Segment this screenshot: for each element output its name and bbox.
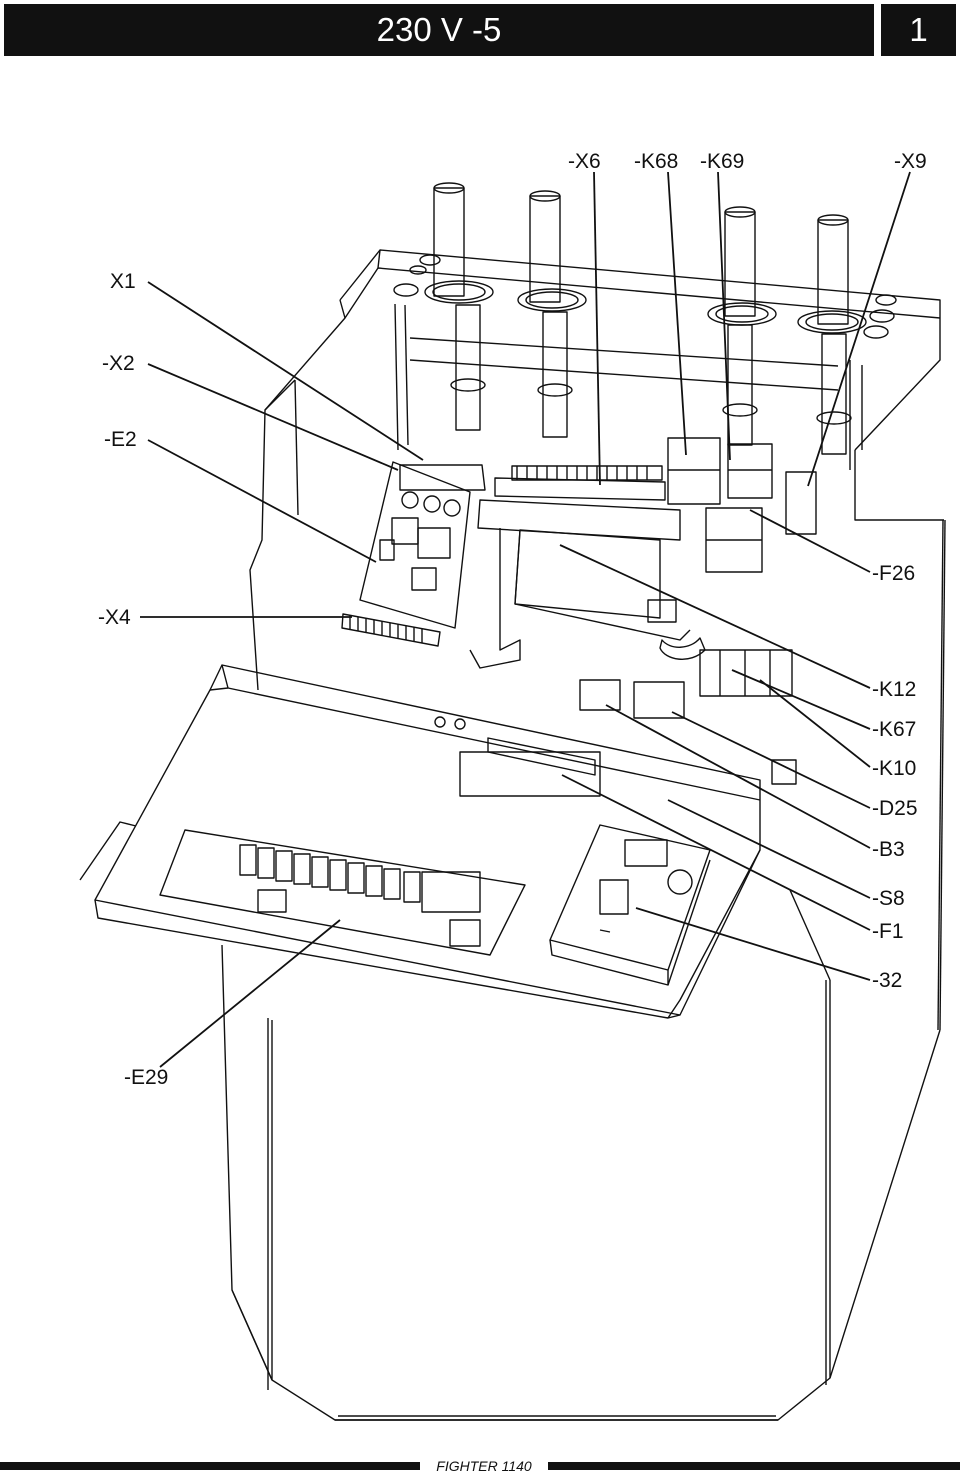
leader-lines xyxy=(140,171,911,1068)
callout-e2: -E2 xyxy=(104,428,137,451)
lower-board xyxy=(159,829,526,956)
cabinet-body xyxy=(221,519,946,1421)
grommets xyxy=(393,254,897,339)
upper-board xyxy=(341,461,471,647)
callout-k67: -K67 xyxy=(872,718,916,741)
footer-rule-right xyxy=(548,1462,960,1470)
callout-x2: -X2 xyxy=(102,352,135,375)
lower-right-box xyxy=(549,824,711,986)
callout-d25: -D25 xyxy=(872,797,918,820)
pipes xyxy=(424,182,867,455)
callout-f26: -F26 xyxy=(872,562,915,585)
callout-x9: -X9 xyxy=(894,150,927,173)
callout-f1: -F1 xyxy=(872,920,904,943)
callout-x4: -X4 xyxy=(98,606,131,629)
callout-k68: -K68 xyxy=(634,150,678,173)
page-title: 230 V -5 xyxy=(4,4,874,56)
callout-labels: -X6 -K68 -K69 -X9 X1 -X2 -E2 -X4 -F26 -K… xyxy=(98,150,927,1089)
lower-tray xyxy=(79,664,761,1019)
footer-rule-left xyxy=(0,1462,420,1470)
center-bracket xyxy=(469,499,797,785)
footer-product-name: FIGHTER 1140 xyxy=(436,1458,532,1474)
callout-x1: X1 xyxy=(110,270,136,293)
callout-s8: -S8 xyxy=(872,887,905,910)
callout-e29: -E29 xyxy=(124,1066,168,1089)
callout-32: -32 xyxy=(872,969,902,992)
callout-k12: -K12 xyxy=(872,678,916,701)
callout-x6: -X6 xyxy=(568,150,601,173)
callout-k69: -K69 xyxy=(700,150,744,173)
terminal-area xyxy=(399,437,817,573)
callout-b3: -B3 xyxy=(872,838,905,861)
page-number: 1 xyxy=(881,4,956,56)
top-frame xyxy=(249,249,944,691)
callout-k10: -K10 xyxy=(872,757,916,780)
